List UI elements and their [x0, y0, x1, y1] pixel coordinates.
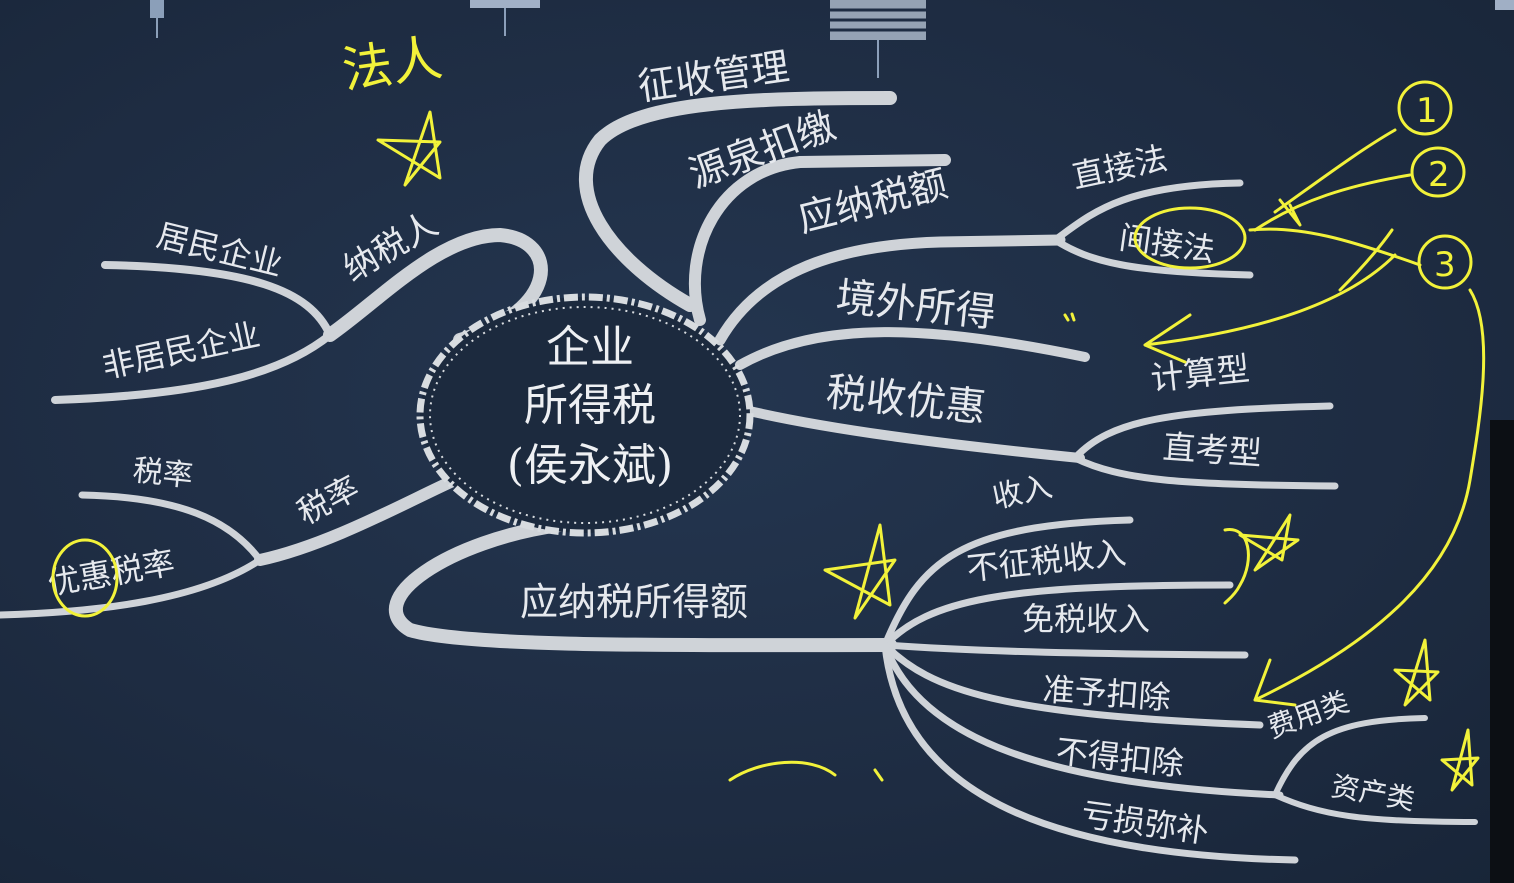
label-direct-method: 直接法: [1069, 139, 1171, 196]
star-mark-top: [376, 110, 442, 187]
label-foreign-income: 境外所得: [834, 274, 998, 336]
label-calc-type: 计算型: [1149, 349, 1252, 398]
scribble-foreign-dot: [1063, 312, 1076, 322]
label-exempt-income: 免税收入: [1022, 600, 1150, 638]
presenter-silhouette: [1490, 420, 1514, 883]
annotation-num3: 3: [1434, 245, 1456, 285]
label-taxable-income: 应纳税所得额: [520, 580, 748, 624]
label-tax-payable: 应纳税额: [794, 161, 952, 240]
star-mark-income: [1238, 513, 1300, 572]
center-node: 企业 所得税 (侯永斌): [416, 293, 754, 537]
label-tax-incentives: 税收优惠: [824, 369, 988, 431]
label-deductible: 准予扣除: [1041, 670, 1171, 717]
circle-num1: [1397, 80, 1453, 136]
label-indirect-method: 间接法: [1117, 218, 1217, 269]
circle-indirect: [1133, 206, 1247, 270]
label-non-deductible: 不得扣除: [1054, 732, 1185, 783]
arrow-to-deductible: [1253, 288, 1486, 707]
label-withholding: 源泉扣缴: [683, 103, 841, 196]
scribble-bottom: [728, 760, 884, 782]
annotation-num1: 1: [1416, 91, 1438, 131]
circle-preferential: [51, 538, 119, 618]
branches: [0, 91, 1478, 864]
star-mark-expense: [1393, 638, 1440, 707]
scribble-checks: [1278, 198, 1394, 292]
label-deduct-type: 直考型: [1161, 427, 1262, 473]
arrow-from-num2: [1253, 173, 1412, 232]
label-preferential-rate: 优惠税率: [45, 543, 178, 603]
label-income: 收入: [989, 469, 1055, 516]
arrow-to-foreign-income: [1143, 253, 1397, 364]
label-taxpayer: 纳税人: [337, 204, 445, 290]
arrow-from-num1: [1273, 128, 1397, 214]
center-title-line3: (侯永斌): [507, 440, 673, 491]
center-title-line2: 所得税: [524, 380, 656, 431]
label-tax-rate: 税率: [131, 453, 194, 494]
annotation-legal-person: 法人: [339, 29, 446, 100]
star-mark-asset: [1440, 728, 1480, 792]
ceiling-lights: [150, 0, 1514, 78]
circle-num2: [1410, 146, 1466, 198]
star-mark-taxable: [823, 523, 897, 620]
circle-num3: [1417, 234, 1473, 290]
center-title-line1: 企业: [546, 322, 634, 373]
arrow-num3-to-indirect: [1248, 227, 1422, 267]
label-asset-type: 资产类: [1329, 769, 1417, 816]
handwritten-annotations: 法人 1 2 3: [51, 29, 1486, 792]
annotation-num2: 2: [1428, 155, 1450, 195]
label-expense-type: 费用类: [1263, 685, 1353, 745]
scribble-income-bracket: [1223, 528, 1250, 605]
